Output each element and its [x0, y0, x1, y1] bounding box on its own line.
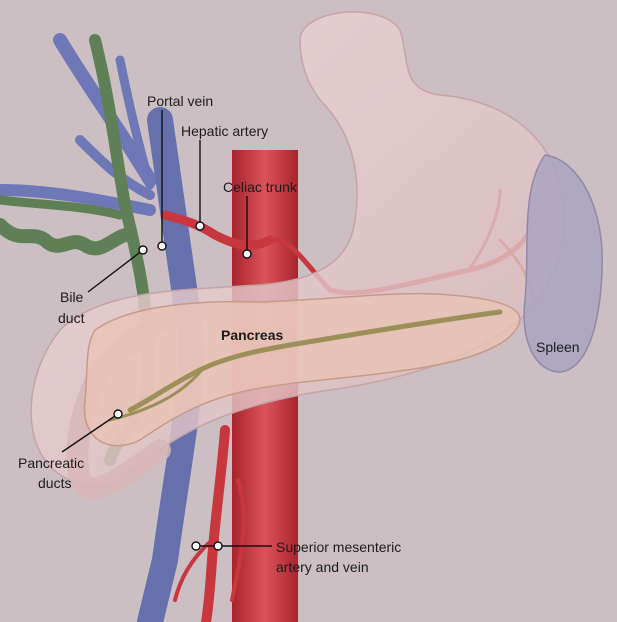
label-spleen: Spleen: [536, 339, 580, 355]
dot-portal-vein: [157, 241, 167, 251]
dot-sm-vein: [191, 541, 201, 551]
label-pancreas: Pancreas: [221, 327, 284, 343]
label-portal-vein: Portal vein: [147, 93, 214, 109]
leader-bile-duct: [87, 249, 144, 293]
label-pancreatic-ducts-line1: Pancreatic: [18, 455, 85, 471]
leader-lines: [61, 110, 272, 547]
spleen: [523, 154, 603, 373]
label-hepatic-artery: Hepatic artery: [181, 123, 269, 139]
dot-sm-artery: [213, 541, 223, 551]
dot-bile-duct: [138, 245, 148, 255]
pancreatic-ducts: [108, 309, 503, 422]
pancreas: [83, 292, 521, 447]
label-bile-duct-line1: Bile: [60, 289, 84, 305]
leader-pancreatic-ducts: [61, 413, 119, 453]
dot-hepatic-artery: [195, 221, 205, 231]
dot-celiac-trunk: [242, 249, 252, 259]
label-celiac-trunk: Celiac trunk: [223, 179, 297, 195]
label-superior-mesenteric-line1: Superior mesenteric: [276, 539, 402, 555]
label-bile-duct-line2: duct: [58, 310, 85, 326]
callout-dots: [113, 221, 252, 551]
dot-pancreatic-ducts: [113, 409, 123, 419]
label-superior-mesenteric-line2: artery and vein: [276, 559, 369, 575]
label-pancreatic-ducts-line2: ducts: [38, 475, 72, 491]
